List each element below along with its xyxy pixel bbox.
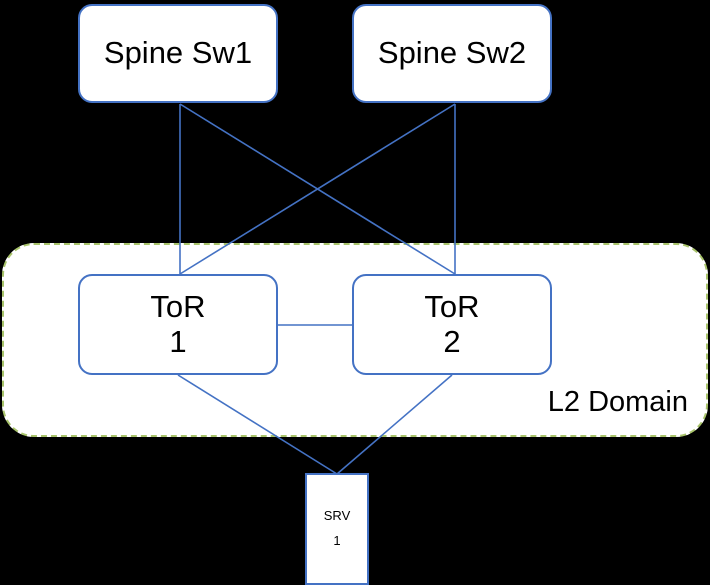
node-tor-2-label-line1: ToR (424, 288, 480, 324)
node-spine-sw1[interactable]: Spine Sw1 (78, 4, 278, 103)
node-tor-2-label-line2: 2 (443, 323, 461, 359)
spine-sw2-to-tor-1 (179, 103, 456, 275)
node-tor-1-label-line1: ToR (150, 288, 206, 324)
node-srv-1[interactable]: SRV 1 (305, 473, 369, 585)
l2-domain-label: L2 Domain (547, 386, 688, 418)
node-tor-2[interactable]: ToR 2 (352, 274, 552, 375)
node-spine-sw2-label: Spine Sw2 (377, 35, 527, 71)
node-tor-1-label-line2: 1 (169, 323, 187, 359)
tor-1-to-srv-1 (177, 374, 338, 475)
tor-2-to-srv-1 (336, 374, 453, 475)
node-srv-1-label-line1: SRV (323, 508, 351, 524)
node-srv-1-label-line2: 1 (333, 533, 341, 548)
node-spine-sw2[interactable]: Spine Sw2 (352, 4, 552, 103)
node-tor-1[interactable]: ToR 1 (78, 274, 278, 375)
node-spine-sw1-label: Spine Sw1 (103, 35, 253, 71)
